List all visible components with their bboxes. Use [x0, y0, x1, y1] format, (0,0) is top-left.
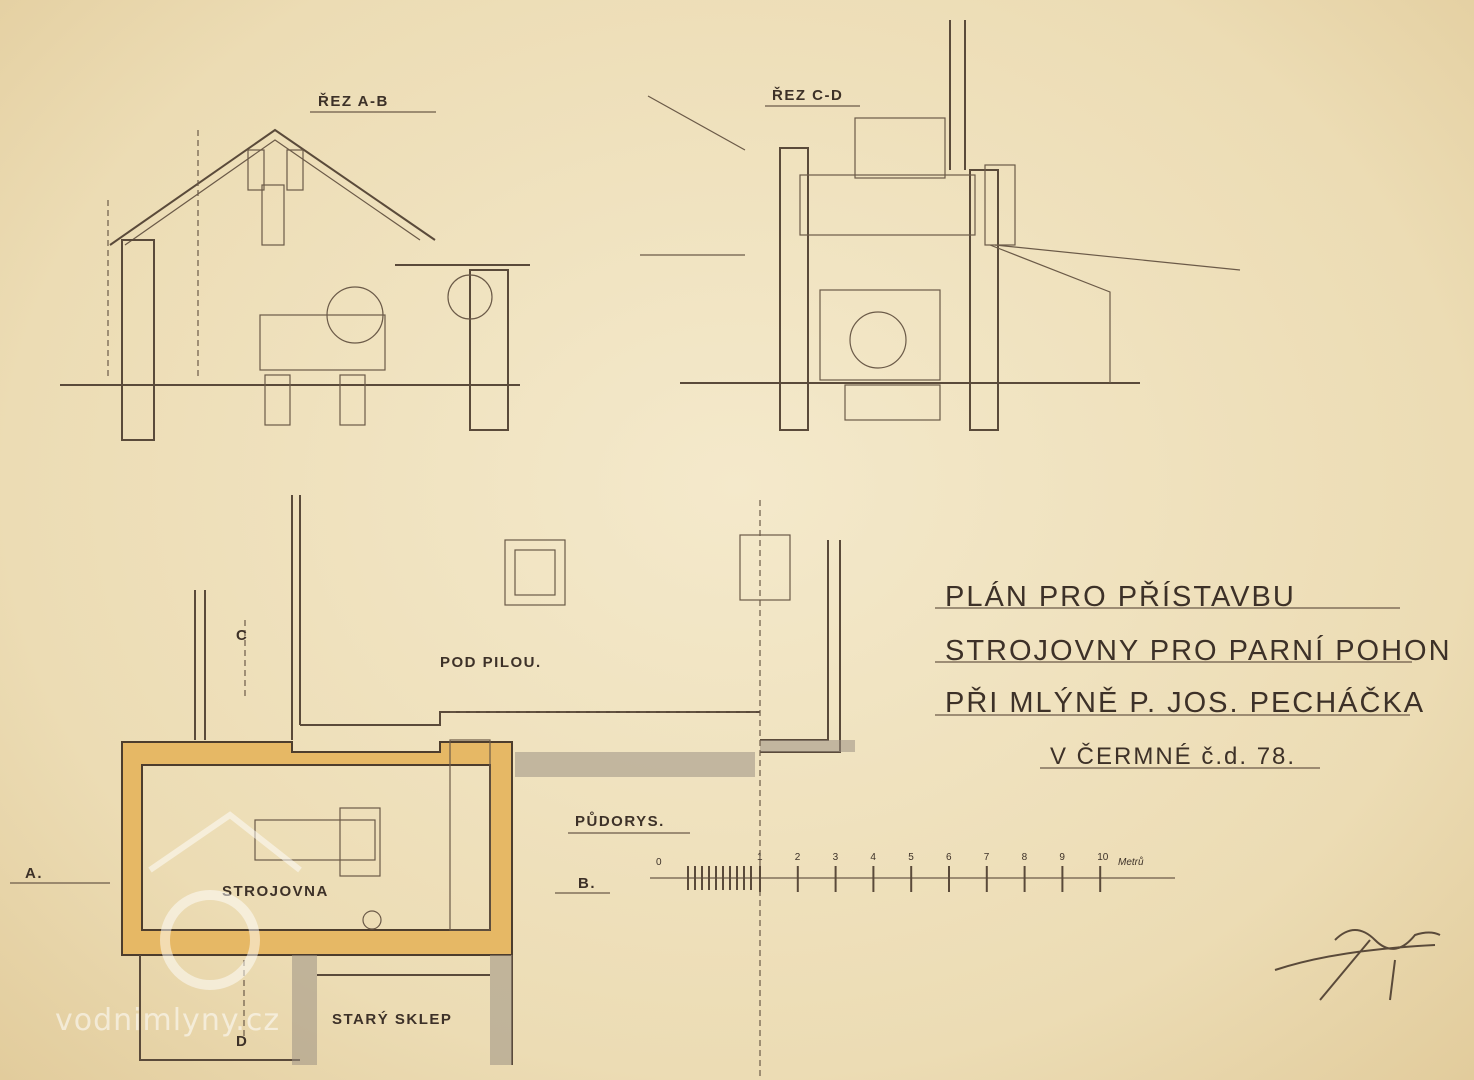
scale-tick-label: 4: [870, 852, 876, 863]
section-marker-c: C: [236, 627, 248, 644]
floor-plan-drawing: POD PILOU. STROJOVNA STARÝ SKLEP PŮDORYS…: [10, 495, 855, 1080]
section-a-b-drawing: ŘEZ A-B: [60, 92, 530, 441]
scale-tick-label: 10: [1097, 852, 1109, 863]
section-a-b-label: ŘEZ A-B: [318, 92, 389, 110]
scale-tick-label: 2: [795, 852, 801, 863]
section-c-d-drawing: ŘEZ C-D: [640, 20, 1241, 431]
watermark: vodnimlyny.cz: [55, 811, 302, 1038]
scale-tick-label: 9: [1059, 852, 1065, 863]
scale-tick-label: 3: [833, 852, 839, 863]
room-label-engine-room: STROJOVNA: [222, 883, 329, 900]
section-marker-a: A.: [25, 865, 43, 882]
floor-plan-label: PŮDORYS.: [575, 811, 665, 830]
scale-tick-label: 8: [1022, 852, 1028, 863]
signature: [1274, 929, 1441, 1001]
scale-tick-label: 1: [757, 852, 763, 863]
scale-zero: 0: [656, 857, 662, 868]
room-label-under-saw: POD PILOU.: [440, 654, 542, 671]
title-line-3: PŘI MLÝNĚ P. JOS. PECHÁČKA: [945, 685, 1425, 719]
section-marker-d: D: [236, 1033, 248, 1050]
scale-tick-label: 5: [908, 852, 914, 863]
title-block: PLÁN PRO PŘÍSTAVBU STROJOVNY PRO PARNÍ P…: [935, 580, 1450, 770]
scale-unit: Metrů: [1118, 856, 1144, 868]
section-c-d-label: ŘEZ C-D: [772, 86, 843, 104]
title-line-4: V ČERMNÉ č.d. 78.: [1050, 742, 1296, 770]
room-label-old-cellar: STARÝ SKLEP: [332, 1010, 452, 1028]
watermark-text: vodnimlyny.cz: [55, 1003, 280, 1038]
section-marker-b: B.: [578, 875, 596, 892]
scale-bar: 0 1 2 3 4 5 6 7 8 9 10 Metrů: [650, 852, 1175, 892]
scale-tick-label: 6: [946, 852, 952, 863]
scale-tick-label: 7: [984, 852, 990, 863]
